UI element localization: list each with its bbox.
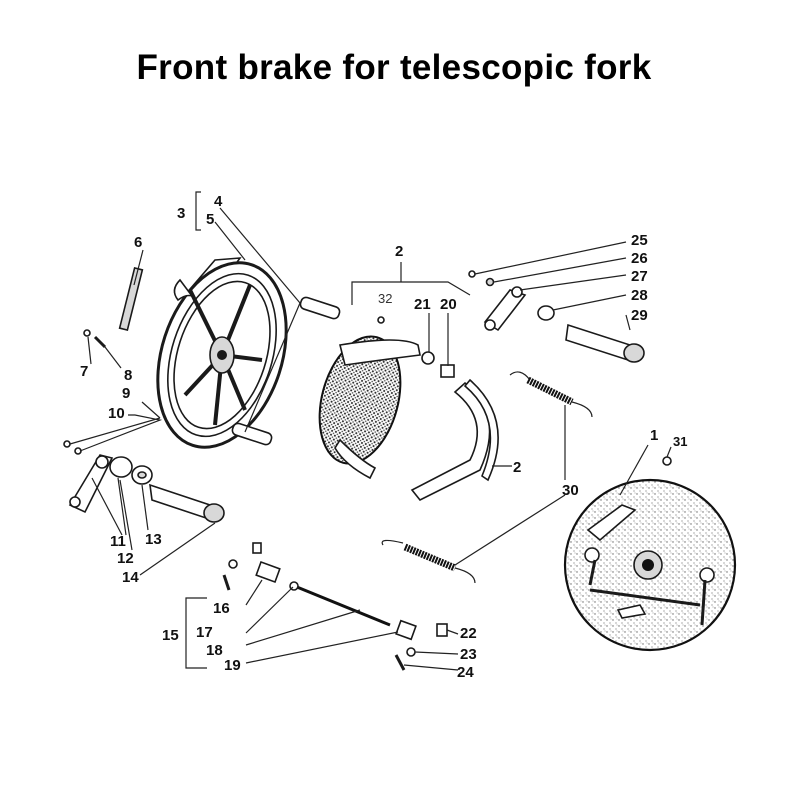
bolt-22 <box>436 623 448 637</box>
callout-11: 11 <box>110 533 126 550</box>
screw-25 <box>468 270 476 278</box>
hub-bolt-lower <box>231 422 273 446</box>
callout-25: 25 <box>631 232 648 249</box>
callout-6: 6 <box>134 234 142 251</box>
lever-27 <box>483 286 527 332</box>
spoke-screw <box>118 266 144 332</box>
callout-27: 27 <box>631 268 648 285</box>
callout-12: 12 <box>117 550 134 567</box>
callout-10: 10 <box>108 405 125 422</box>
callout-30: 30 <box>562 482 579 499</box>
callout-21: 21 <box>414 296 431 313</box>
bolt-20 <box>440 364 455 378</box>
clevis-17 <box>255 560 281 584</box>
nipple-pin <box>83 329 107 349</box>
pin-16 <box>222 574 231 591</box>
callout-13: 13 <box>145 531 162 548</box>
clevis-19 <box>395 619 417 641</box>
callout-32: 32 <box>378 291 392 306</box>
diagram-title: Front brake for telescopic fork <box>136 48 652 87</box>
callout-31: 31 <box>673 434 687 449</box>
callout-1: 1 <box>650 427 658 444</box>
nut-21 <box>421 351 435 365</box>
callout-9: 9 <box>122 385 130 402</box>
brake-drum-hub <box>156 257 288 449</box>
callout-8: 8 <box>124 367 132 384</box>
callout-17: 17 <box>196 624 213 641</box>
callout-23: 23 <box>460 646 477 663</box>
plug-31 <box>662 456 672 466</box>
callout-20: 20 <box>440 296 457 313</box>
callout-22: 22 <box>460 625 477 642</box>
callout-14: 14 <box>122 569 139 586</box>
brake-shoe-right <box>410 378 499 502</box>
callout-15: 15 <box>162 627 179 644</box>
callout-7: 7 <box>80 363 88 380</box>
return-spring-lower <box>381 539 476 584</box>
pin-24 <box>394 654 406 671</box>
callout-16: 16 <box>213 600 230 617</box>
bolt-16 <box>252 542 262 554</box>
callout-5: 5 <box>206 211 214 228</box>
callout-24: 24 <box>457 664 474 681</box>
callout-2-right: 2 <box>513 459 521 476</box>
brake-lining-drum <box>318 335 421 480</box>
screw-32 <box>377 316 385 324</box>
callout-26: 26 <box>631 250 648 267</box>
callout-29: 29 <box>631 307 648 324</box>
callout-2-top: 2 <box>395 243 403 260</box>
nut-28 <box>537 305 555 321</box>
callout-4: 4 <box>214 193 223 210</box>
callout-28: 28 <box>631 287 648 304</box>
rod-18 <box>289 581 391 627</box>
washer-26 <box>485 277 495 287</box>
leader-lines <box>69 191 672 671</box>
washer-16 <box>228 559 238 569</box>
brake-back-plate <box>563 478 737 652</box>
callout-19: 19 <box>224 657 241 674</box>
hub-bolt-upper <box>299 296 341 320</box>
cam-spindle-29 <box>565 323 645 363</box>
callout-18: 18 <box>206 642 223 659</box>
callout-3: 3 <box>177 205 185 222</box>
washer-23 <box>406 647 416 657</box>
brake-lever-assembly <box>68 454 225 523</box>
return-spring-upper <box>509 371 593 418</box>
